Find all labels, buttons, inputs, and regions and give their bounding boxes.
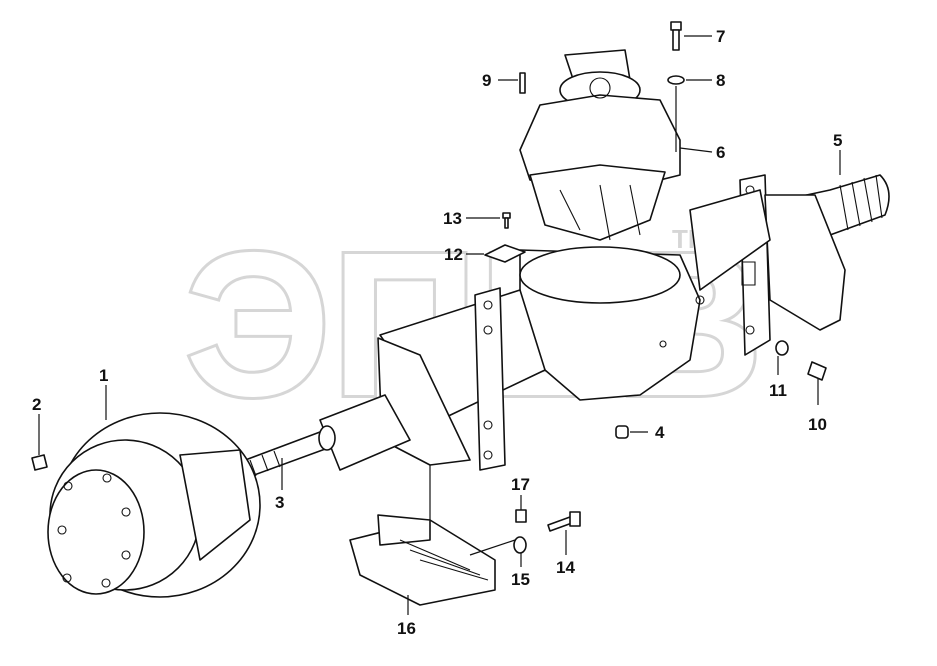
carrier-bolt xyxy=(670,21,682,51)
drain-plug xyxy=(615,425,629,439)
callout-labels: 1 2 3 4 5 6 7 8 9 10 11 12 13 14 15 16 1… xyxy=(32,27,842,638)
wheel-hub xyxy=(47,412,261,598)
screw xyxy=(502,212,511,229)
callout-14: 14 xyxy=(556,558,575,577)
callout-16: 16 xyxy=(397,619,416,638)
breather-washer xyxy=(775,340,789,356)
bleeder-screw xyxy=(515,509,527,523)
callout-5: 5 xyxy=(833,131,842,150)
callout-11: 11 xyxy=(769,381,787,400)
axle-housing xyxy=(319,189,771,471)
callout-13: 13 xyxy=(443,209,462,228)
callout-10: 10 xyxy=(808,415,827,434)
callout-8: 8 xyxy=(716,71,725,90)
brake-caliper xyxy=(349,514,496,606)
caliper-bolt xyxy=(547,511,581,532)
wheel-nut xyxy=(31,454,48,471)
differential-carrier xyxy=(519,49,681,241)
callout-17: 17 xyxy=(511,475,530,494)
callout-2: 2 xyxy=(32,395,41,414)
callout-7: 7 xyxy=(716,27,725,46)
callout-3: 3 xyxy=(275,493,284,512)
callout-4: 4 xyxy=(655,423,665,442)
dowel-pin xyxy=(519,72,526,94)
callout-15: 15 xyxy=(511,570,530,589)
carrier-washer xyxy=(667,75,685,85)
gasket xyxy=(484,244,526,263)
callout-12: 12 xyxy=(444,245,463,264)
callout-9: 9 xyxy=(482,71,491,90)
caliper-washer xyxy=(513,536,527,554)
leader-lines xyxy=(38,35,841,615)
breather-valve xyxy=(807,361,827,381)
callout-1: 1 xyxy=(99,366,108,385)
callout-6: 6 xyxy=(716,143,725,162)
